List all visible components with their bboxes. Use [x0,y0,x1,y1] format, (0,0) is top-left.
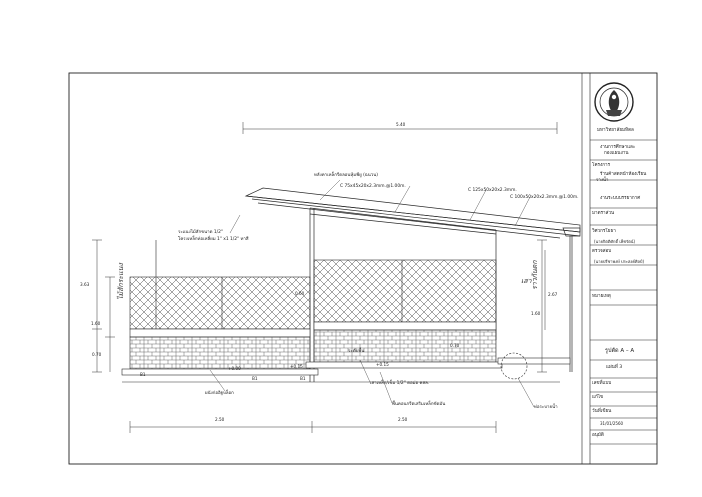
date-label: วันที่เขียน [592,409,612,414]
checker-label: ตรวจสอบ [592,249,612,254]
grid-level-3: +0.15 [376,362,389,367]
right-bay [305,259,571,380]
column-note: เสาเหล็ก/เข็ม 1/2" ตอม่อ คสล. [370,381,430,386]
approve-label: อนุมัติ [592,433,604,438]
sheet-border [68,72,658,465]
right-height-dimensions [537,239,547,373]
pipe-note: ท่อระบายน้ำ [534,405,558,410]
department-line-1: งานการศึกษาและ [600,145,636,150]
gutter-note: รางน้ำ [596,178,609,183]
wall-mark-left-value: 0.60 [295,291,305,296]
rafter-note: C 125x50x20x2.3mm. [468,188,517,193]
handwritten-right-note-2: เสา [521,277,532,285]
bottom-left-value: 2.50 [215,417,225,422]
section-title: รูปตัด A – A [605,348,635,354]
handwritten-left-note: ไม้สักระแนง [117,263,125,300]
mid-height-left-value: 1.60 [91,321,101,326]
block-wall-note: ผนังก่ออิฐบล็อก [205,391,234,396]
beam-tag-1: B1 [140,372,146,377]
bottom-dimensions [129,421,497,433]
right-height-value: 2.67 [548,292,558,297]
top-span-dimension [242,122,558,134]
roof-note: หลังคาเหล็กรีดลอนหุ้มพียู (ฉนวน) [314,173,378,178]
sheet-number: แผ่นที่ 3 [606,365,623,370]
department-line-2: กองแผนงาน [604,151,629,156]
beam-tag-3: B1 [300,376,306,381]
project-label: โครงการ [592,163,611,168]
lattice-note-2: โครงเหล็กท่อเหลี่ยม 1" x1 1/2" ทาสี [178,237,249,242]
ground-note: พื้นคอนกรีตเสริมเหล็กขัดมัน [392,402,446,407]
base-left-value: 0.70 [92,352,102,357]
mid-height-right-value: 1.60 [531,311,541,316]
project-name: ร้านค้าสดหน้าห้องเรียน [600,172,647,177]
total-height-value: 3.63 [80,282,90,287]
university-seal-logo [594,82,634,122]
lattice-note-1: ระแนงไม้สักขนาด 1/2" [178,230,223,235]
leader-lines [209,179,535,408]
bottom-right-value: 2.50 [398,417,408,422]
designer-name: (นายกิตติศักดิ์ เพ็ชรัตน์) [594,239,636,244]
checker-name: (นายปรีชาพงษ์ ประสงค์ศิลป์) [594,259,645,264]
grid-level-2: +0.15 [290,364,303,369]
purlin-note: C 75x45x20x2.3mm.@1.00m. [340,184,406,189]
wall-mark-right-value: 0.70 [450,343,460,348]
university-name: มหาวิทยาลัยมหิดล [597,128,634,133]
left-height-dimensions [92,239,115,373]
remarks-label: หมายเหตุ [592,294,611,299]
beam-note: C 100x50x20x2.3mm.@1.00m. [510,195,579,200]
floor-level-note: ระดับพื้น [348,349,365,354]
title-block-frame [581,73,657,464]
date-value: 31/01/2560 [600,421,624,426]
scale-label: มาตราส่วน [592,211,615,216]
handwritten-right-note-1: ราวกันตก [531,260,539,290]
grid-level-1: +0.00 [228,366,241,371]
designer-label: วิศวกรโยธา [592,229,616,234]
left-bay [121,240,560,383]
beam-tag-2: B1 [252,376,258,381]
drawing-number-label: เลขที่แบบ [592,381,612,386]
revision-label: แก้ไข [592,395,604,400]
drawing-name: งานระบบบรรยากาศ [600,196,641,201]
top-span-value: 5.40 [396,122,406,127]
